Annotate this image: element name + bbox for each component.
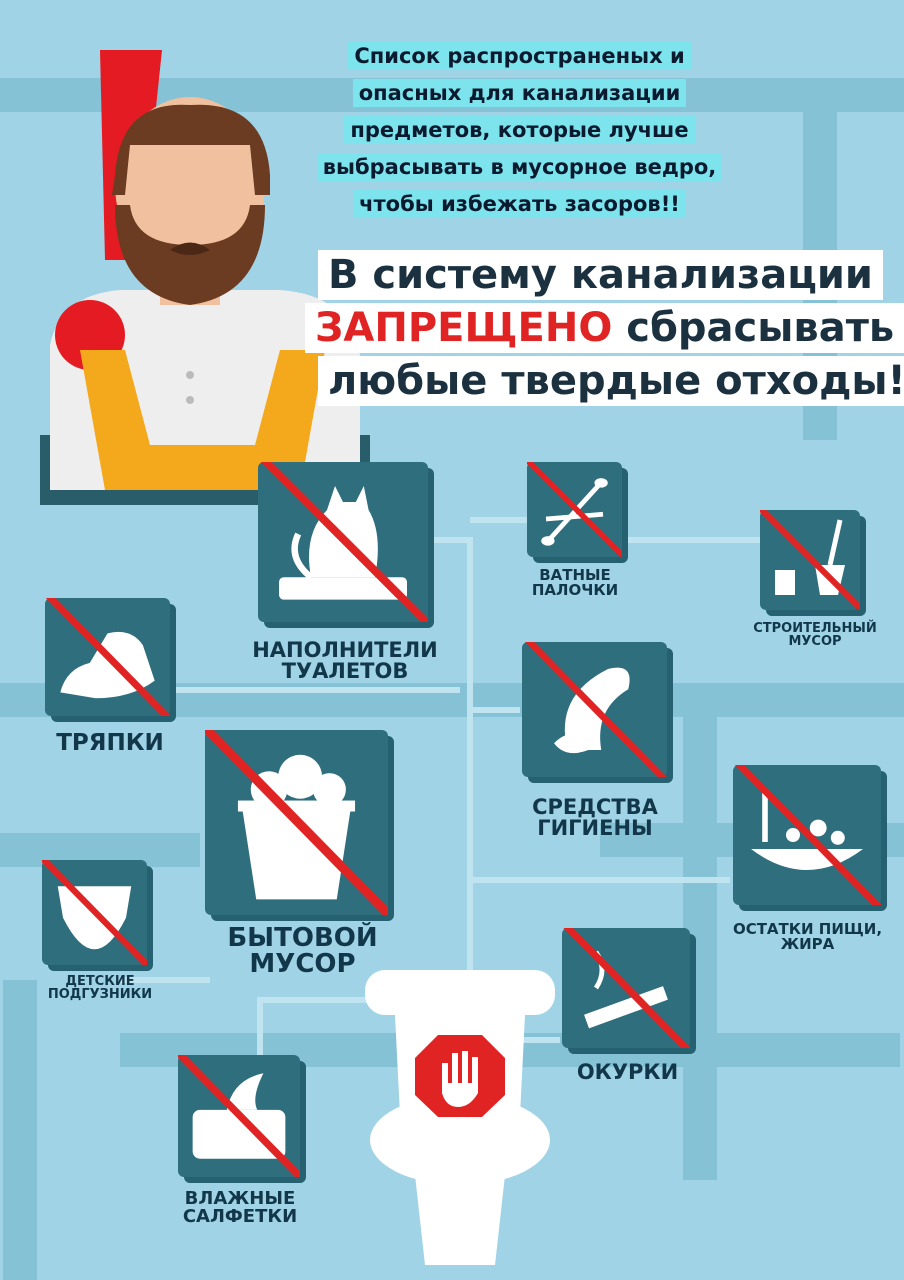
forbidden-word: ЗАПРЕЩЕНО bbox=[315, 305, 613, 351]
cat-litter-icon bbox=[260, 462, 428, 622]
wipes-tile bbox=[178, 1055, 300, 1177]
food-tile bbox=[733, 765, 881, 905]
diaper-icon bbox=[42, 860, 147, 965]
household-tile bbox=[205, 730, 388, 915]
note-line-4: выбрасывать в мусорное ведро, bbox=[316, 153, 723, 181]
construction-label-2: МУСОР bbox=[788, 634, 842, 649]
wet-wipes-icon bbox=[178, 1055, 300, 1177]
headline-line-3: любые твердые отходы! bbox=[318, 356, 904, 406]
cotton-swabs-tile bbox=[527, 462, 622, 557]
cat-litter-label: НАПОЛНИТЕЛИ ТУАЛЕТОВ bbox=[240, 640, 450, 682]
butts-tile bbox=[562, 928, 690, 1048]
plumber-illustration bbox=[40, 97, 370, 505]
diapers-label: ДЕТСКИЕ ПОДГУЗНИКИ bbox=[20, 975, 180, 1001]
stop-sign-icon bbox=[415, 1035, 505, 1117]
hygiene-label-2: ГИГИЕНЫ bbox=[537, 816, 653, 840]
household-label: БЫТОВОЙ МУСОР bbox=[205, 925, 400, 977]
trash-bucket-icon bbox=[205, 730, 388, 915]
construction-label-1: СТРОИТЕЛЬНЫЙ bbox=[753, 621, 877, 636]
food-label-1: ОСТАТКИ ПИЩИ, bbox=[732, 920, 883, 938]
cat-litter-label-2: ТУАЛЕТОВ bbox=[281, 659, 409, 683]
headline-line-2-rest: сбрасывать bbox=[612, 305, 895, 351]
wipes-label-2: САЛФЕТКИ bbox=[182, 1206, 298, 1227]
hygiene-label: СРЕДСТВА ГИГИЕНЫ bbox=[505, 797, 685, 839]
rags-label: ТРЯПКИ bbox=[56, 730, 164, 756]
hygiene-tile bbox=[522, 642, 667, 777]
diapers-label-1: ДЕТСКИЕ bbox=[65, 974, 135, 989]
note-line-3: предметов, которые лучше bbox=[344, 116, 695, 144]
note-line-5: чтобы избежать засоров!! bbox=[353, 190, 686, 218]
toilet-stop-illustration bbox=[365, 970, 555, 1265]
wipes-label: ВЛАЖНЫЕ САЛФЕТКИ bbox=[165, 1190, 315, 1226]
rags-tile bbox=[45, 598, 170, 716]
household-label-2: МУСОР bbox=[249, 949, 356, 979]
headline-line-2: ЗАПРЕЩЕНО сбрасывать bbox=[305, 303, 904, 353]
cat-litter-label-1: НАПОЛНИТЕЛИ bbox=[252, 638, 438, 662]
construction-waste-icon bbox=[760, 510, 860, 610]
cotton-swabs-label: ВАТНЫЕ ПАЛОЧКИ bbox=[510, 568, 640, 598]
note-line-2: опасных для канализации bbox=[352, 79, 687, 107]
rag-icon bbox=[45, 598, 170, 716]
wipes-label-1: ВЛАЖНЫЕ bbox=[184, 1188, 296, 1209]
food-label: ОСТАТКИ ПИЩИ, ЖИРА bbox=[715, 922, 900, 952]
diapers-tile bbox=[42, 860, 147, 965]
note-line-1: Список распространеных и bbox=[348, 42, 691, 70]
cigarette-icon bbox=[563, 928, 690, 1048]
sanitary-pad-icon bbox=[524, 642, 667, 777]
food-bowl-icon bbox=[734, 765, 881, 905]
cotton-swabs-label-1: ВАТНЫЕ bbox=[539, 566, 611, 584]
intro-note: Список распространеных и опасных для кан… bbox=[0, 38, 904, 223]
food-label-2: ЖИРА bbox=[780, 935, 835, 953]
diapers-label-2: ПОДГУЗНИКИ bbox=[47, 987, 153, 1002]
hygiene-label-1: СРЕДСТВА bbox=[532, 795, 658, 819]
household-label-1: БЫТОВОЙ bbox=[227, 923, 378, 953]
hand-icon bbox=[442, 1051, 478, 1107]
construction-label: СТРОИТЕЛЬНЫЙ МУСОР bbox=[735, 622, 895, 648]
butts-label: ОКУРКИ bbox=[576, 1060, 679, 1084]
cotton-swabs-label-2: ПАЛОЧКИ bbox=[531, 581, 619, 599]
cotton-swabs-icon bbox=[527, 462, 622, 557]
construction-tile bbox=[760, 510, 860, 610]
headline-line-1: В систему канализации bbox=[318, 250, 883, 300]
cat-litter-tile bbox=[258, 462, 428, 622]
